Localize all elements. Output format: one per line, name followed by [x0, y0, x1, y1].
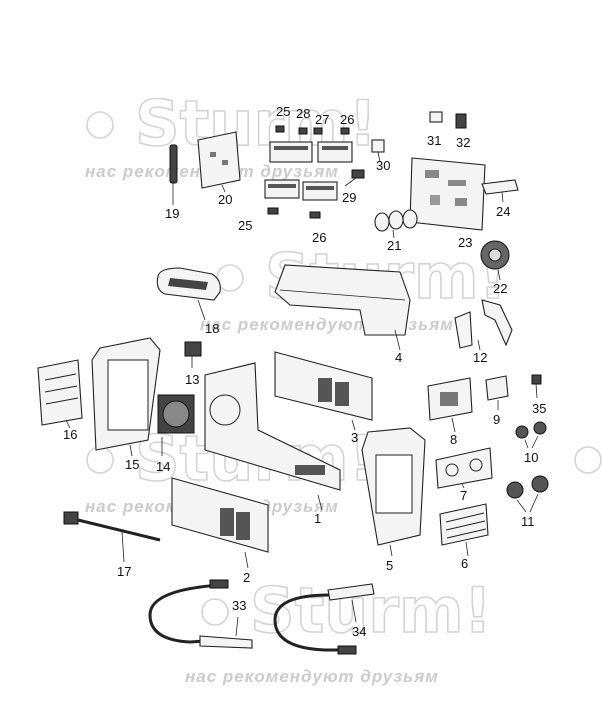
callout-35: 35: [532, 401, 546, 416]
callout-17: 17: [117, 564, 131, 579]
callout-25-lower: 25: [238, 218, 252, 233]
callout-8: 8: [450, 432, 457, 447]
part-9-knob-plate: [485, 375, 509, 410]
part-6-rectifier: [439, 503, 489, 557]
callout-2: 2: [243, 570, 250, 585]
part-1-chassis: [204, 362, 341, 511]
callout-21: 21: [387, 238, 401, 253]
callout-11: 11: [521, 514, 535, 529]
callout-15: 15: [125, 457, 139, 472]
part-29-modules: [264, 169, 365, 201]
callout-18: 18: [205, 321, 219, 336]
watermark-tagline: нас рекомендуют друзьям: [200, 315, 454, 334]
part-21-capacitors: [374, 209, 418, 239]
callout-9: 9: [493, 412, 500, 427]
part-23-main-pcb: [409, 157, 486, 231]
part-clips-top: [275, 125, 350, 135]
callout-22: 22: [493, 281, 507, 296]
callout-23: 23: [458, 235, 472, 250]
callout-16: 16: [63, 427, 77, 442]
part-10-sockets: [515, 421, 547, 449]
callout-13: 13: [185, 372, 199, 387]
callout-34: 34: [352, 624, 366, 639]
callout-26-lower: 26: [312, 230, 326, 245]
part-33-electrode-holder-cable: [148, 579, 253, 649]
part-7-socket-plate: [435, 447, 493, 489]
callout-1: 1: [314, 511, 321, 526]
part-clips-lower: [267, 207, 321, 219]
part-31-32-components: [429, 111, 467, 129]
part-18-handle: [156, 267, 221, 321]
part-4-top-cover: [274, 264, 411, 351]
part-24-small-pcb: [481, 179, 519, 203]
part-17-power-cable: [63, 511, 161, 563]
part-3-side-panel: [274, 351, 373, 431]
part-2-side-plate: [171, 477, 269, 569]
part-20-plate: [197, 131, 241, 193]
part-power-modules-upper: [269, 141, 353, 163]
part-34-ground-clamp-cable: [273, 583, 375, 655]
watermark-tagline: нас рекомендуют друзьям: [185, 667, 439, 686]
callout-28: 28: [296, 106, 310, 121]
part-5-front-frame: [361, 427, 426, 557]
part-16-rear-grill: [37, 359, 83, 429]
part-12-bracket: [454, 299, 513, 351]
part-8-display-plate: [427, 377, 473, 433]
callout-7: 7: [460, 488, 467, 503]
part-14-cooling-fan: [157, 394, 195, 456]
callout-32: 32: [456, 135, 470, 150]
part-35-knob: [531, 374, 542, 399]
callout-4: 4: [395, 350, 402, 365]
part-22-fan-impeller: [480, 240, 510, 281]
part-11-connectors: [506, 475, 549, 513]
watermark-edge-right: [574, 446, 602, 474]
callout-27: 27: [315, 112, 329, 127]
callout-20: 20: [218, 192, 232, 207]
callout-5: 5: [386, 558, 393, 573]
part-13-switch: [184, 341, 202, 368]
callout-19: 19: [165, 206, 179, 221]
callout-29: 29: [342, 190, 356, 205]
callout-12: 12: [473, 350, 487, 365]
callout-6: 6: [461, 556, 468, 571]
callout-31: 31: [427, 133, 441, 148]
callout-10: 10: [524, 450, 538, 465]
callout-3: 3: [351, 430, 358, 445]
part-15-rear-frame: [91, 337, 161, 457]
callout-labels: 25 28 27 26 31 32 30 19 20 29 24 25 26 2…: [63, 104, 546, 639]
callout-24: 24: [496, 204, 510, 219]
callout-33: 33: [232, 598, 246, 613]
callout-14: 14: [156, 459, 170, 474]
part-30-relay: [371, 139, 385, 163]
callout-30: 30: [376, 158, 390, 173]
callout-26-top: 26: [340, 112, 354, 127]
part-19-component: [169, 144, 178, 205]
callout-25-top: 25: [276, 104, 290, 119]
